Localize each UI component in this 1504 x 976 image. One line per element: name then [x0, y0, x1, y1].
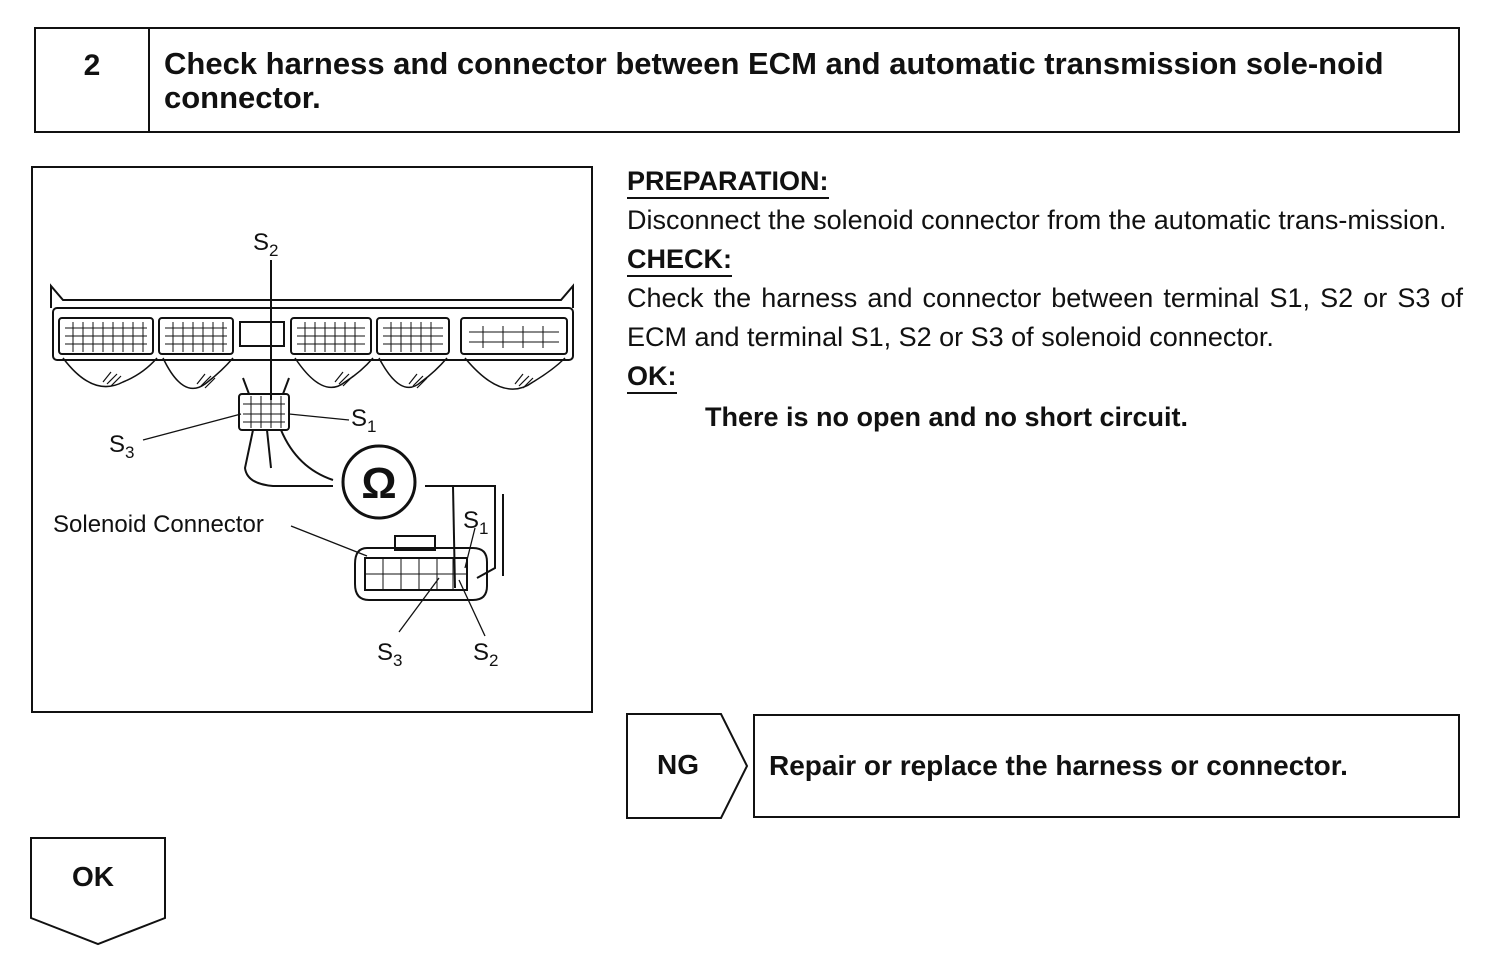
step-header: 2 Check harness and connector between EC…: [34, 27, 1460, 133]
ng-label: NG: [657, 749, 699, 780]
ecm-connector-2: [158, 317, 234, 355]
s1-right-label: S1: [463, 507, 488, 538]
solenoid-connector-label: Solenoid Connector: [53, 511, 264, 538]
ok-result-text: There is no open and no short circuit.: [705, 402, 1189, 432]
s3-bottom-label: S3: [377, 639, 402, 670]
ecm-connector-5: [460, 317, 568, 355]
ok-label: OK: [72, 861, 114, 892]
ohmmeter: [341, 444, 417, 520]
ohm-symbol: Ω: [361, 459, 396, 508]
ecm-solenoid-illustration: Ω S2 S1 S3 Solenoid Connector S1 S3 S2: [50, 229, 574, 670]
ecm-center-window: [239, 321, 285, 347]
check-text: Check the harness and connector between …: [627, 283, 1463, 352]
ecm-body: [52, 307, 574, 361]
preparation-text: Disconnect the solenoid connector from t…: [627, 205, 1447, 235]
preparation-heading: PREPARATION:: [627, 165, 829, 199]
s1-top-label: S1: [351, 405, 376, 436]
s2-bottom-label: S2: [473, 639, 498, 670]
s3-left-label: S3: [109, 431, 134, 462]
ok-heading: OK:: [627, 360, 677, 394]
wiring-diagram: Ω S2 S1 S3 Solenoid Connector S1 S3 S2: [31, 166, 593, 713]
step-title: Check harness and connector between ECM …: [164, 46, 1384, 115]
ecm-connector-3: [290, 317, 372, 355]
s2-top-label: S2: [253, 229, 278, 260]
instructions: PREPARATION: Disconnect the solenoid con…: [627, 162, 1463, 437]
step-number: 2: [36, 29, 150, 131]
ok-arrow-tag: [30, 837, 166, 946]
ecm-connector-1: [58, 317, 154, 355]
ecm-connector-4: [376, 317, 450, 355]
ecm-test-plug: [238, 393, 290, 431]
ng-action-text: Repair or replace the harness or connect…: [769, 750, 1348, 781]
ecm-test-plug-cap: [242, 377, 290, 395]
ng-arrow-tag: [626, 713, 749, 819]
solenoid-connector-body: [354, 547, 488, 601]
ecm-housing-outline: [50, 283, 574, 308]
ng-action-box: Repair or replace the harness or connect…: [753, 714, 1460, 818]
solenoid-latch: [394, 535, 436, 551]
check-heading: CHECK:: [627, 243, 732, 277]
